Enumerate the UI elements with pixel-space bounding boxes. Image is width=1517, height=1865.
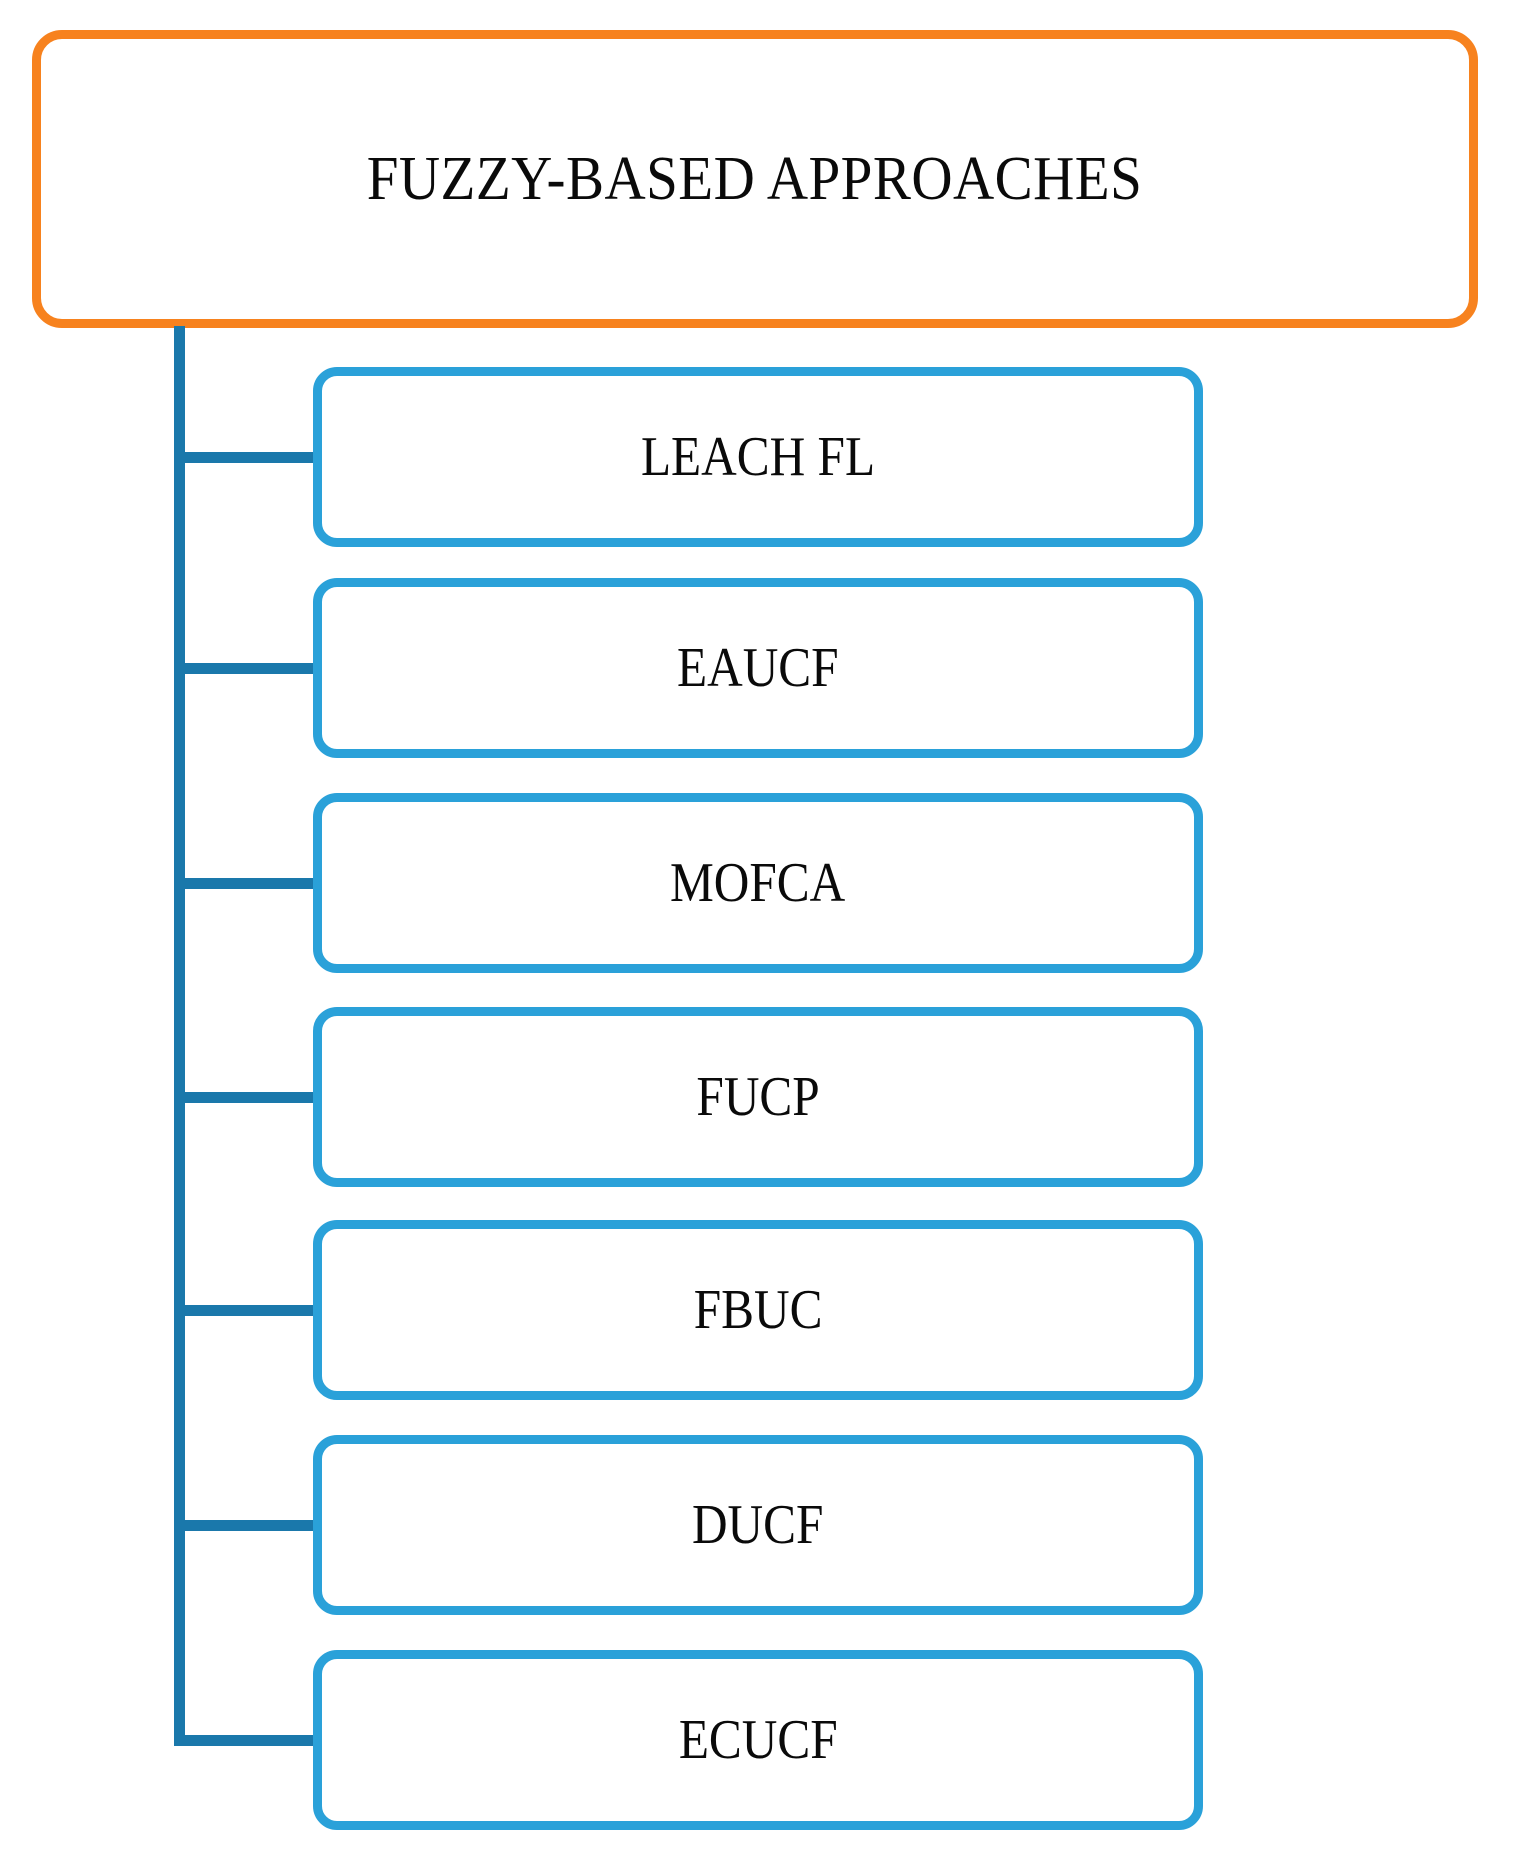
child-node-mofca[interactable]: MOFCA xyxy=(313,793,1203,973)
child-node-label: EAUCF xyxy=(677,637,839,699)
child-node-leach-fl[interactable]: LEACH FL xyxy=(313,367,1203,547)
connector-branch-2 xyxy=(174,662,325,674)
connector-branch-1 xyxy=(174,451,325,463)
child-node-label: MOFCA xyxy=(670,852,846,914)
child-node-label: FUCP xyxy=(696,1066,820,1128)
connector-branch-7 xyxy=(174,1734,325,1746)
child-node-label: ECUCF xyxy=(678,1709,838,1771)
child-node-ecucf[interactable]: ECUCF xyxy=(313,1650,1203,1830)
child-node-eaucf[interactable]: EAUCF xyxy=(313,578,1203,758)
child-node-label: FBUC xyxy=(693,1279,823,1341)
root-node-label: FUZZY-BASED APPROACHES xyxy=(367,145,1143,213)
child-node-label: LEACH FL xyxy=(640,426,876,488)
connector-branch-5 xyxy=(174,1304,325,1316)
connector-branch-3 xyxy=(174,877,325,889)
connector-branch-4 xyxy=(174,1091,325,1103)
connector-branch-6 xyxy=(174,1519,325,1531)
child-node-ducf[interactable]: DUCF xyxy=(313,1435,1203,1615)
root-node-fuzzy-based-approaches[interactable]: FUZZY-BASED APPROACHES xyxy=(32,30,1478,328)
connector-trunk-vertical xyxy=(174,326,185,1746)
child-node-fucp[interactable]: FUCP xyxy=(313,1007,1203,1187)
child-node-label: DUCF xyxy=(692,1494,824,1556)
child-node-fbuc[interactable]: FBUC xyxy=(313,1220,1203,1400)
